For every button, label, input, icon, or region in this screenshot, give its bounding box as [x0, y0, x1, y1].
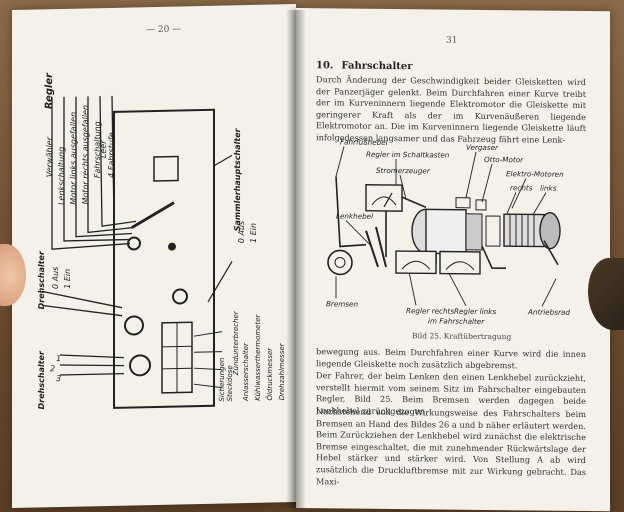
label-motor-links: Motor links ausgefallen — [69, 112, 78, 205]
label-ein: 1 Ein — [63, 269, 72, 289]
label-leer: Leer — [99, 140, 108, 158]
label-ein2: 1 Ein — [249, 223, 258, 243]
drehschalter-knob — [124, 315, 144, 336]
label-n3: 3 — [56, 374, 61, 383]
right-page-number: 31 — [446, 35, 458, 46]
label-vergaser: Vergaser — [466, 143, 499, 152]
label-lenkschaltung: Lenkschaltung — [57, 147, 66, 205]
label-n1: 1 — [56, 354, 61, 363]
label-fahrschaltung: Fahrschaltung — [93, 121, 102, 178]
section-heading: 10. Fahrschalter — [316, 60, 413, 72]
label-r3: Sicherungen — [218, 358, 226, 402]
label-verwaehler: Verwähler — [45, 136, 54, 177]
label-r4: Anlasserschalter — [242, 342, 250, 402]
label-r1: Zündunterbrecher — [232, 310, 240, 376]
label-regler: Regler — [44, 72, 55, 110]
rotary-switch-knob — [172, 288, 188, 305]
label-bremsen: Bremsen — [326, 299, 358, 308]
label-otto-motor: Otto-Motor — [484, 155, 524, 164]
label-im-fahrschalter: im Fahrschalter — [428, 316, 485, 326]
label-fahrfusshebel: Fahrfußhebel — [340, 137, 388, 146]
label-antriebsrad: Antriebsrad — [527, 307, 570, 316]
regler-links-box — [439, 250, 481, 275]
label-drehschalter-bottom: Drehschalter — [37, 350, 46, 409]
section-number: 10. — [316, 60, 334, 72]
label-regler-schaltkasten: Regler im Schaltkasten — [366, 150, 450, 160]
power-transmission-diagram: Fahrfußhebel Regler im Schaltkasten Verg… — [326, 137, 570, 326]
lower-knob — [129, 354, 151, 377]
label-lenkhebel: Lenkhebel — [336, 211, 373, 220]
label-aus2: 0 Aus — [237, 221, 246, 244]
label-r7: Drehzahlmesser — [278, 342, 286, 400]
label-drehschalter-top: Drehschalter — [37, 250, 46, 309]
regler-rechts-box — [395, 250, 437, 275]
section-title: Fahrschalter — [341, 60, 413, 73]
brake-drum — [327, 249, 353, 276]
book-gutter — [286, 10, 306, 508]
label-stromerzeuger: Stromerzeuger — [376, 166, 431, 176]
label-fahrstufe: 4 Fahrstufe — [107, 132, 116, 178]
paragraph-4: Nachstehend soll die Wirkungsweise des F… — [316, 406, 586, 487]
label-motor-rechts: Motor rechts ausgefallen — [81, 105, 90, 205]
drive-wheel — [539, 211, 561, 250]
figure-caption: Bild 25. Kraftübertragung — [412, 331, 512, 342]
label-links: links — [540, 184, 557, 193]
label-r6: Öldruckmesser — [265, 347, 274, 401]
label-regler-rechts: Regler rechts — [406, 306, 454, 316]
paragraph-2: bewegung aus. Beim Durchfahren einer Kur… — [316, 346, 586, 370]
label-elektro-motoren: Elektro-Motoren — [506, 169, 564, 179]
left-page: — 20 — — [12, 4, 296, 508]
right-page: 31 10.Fahrschalter Durch Änderung der Ge… — [296, 8, 610, 512]
label-aus: 0 Aus — [51, 267, 60, 290]
label-sammlerhauptschalter: Sammlerhauptschalter — [233, 127, 242, 231]
switch-panel-diagram: Verwähler Regler Lenkschaltung Motor lin… — [37, 72, 286, 410]
label-r5: Kühlwasserthermometer — [254, 313, 262, 401]
panel-box — [113, 108, 215, 409]
regler-box — [365, 184, 403, 212]
label-n2: 2 — [50, 364, 55, 373]
label-r2: Steckdose — [226, 365, 234, 401]
label-regler-links: Regler links — [454, 307, 496, 316]
window-square — [153, 155, 179, 182]
